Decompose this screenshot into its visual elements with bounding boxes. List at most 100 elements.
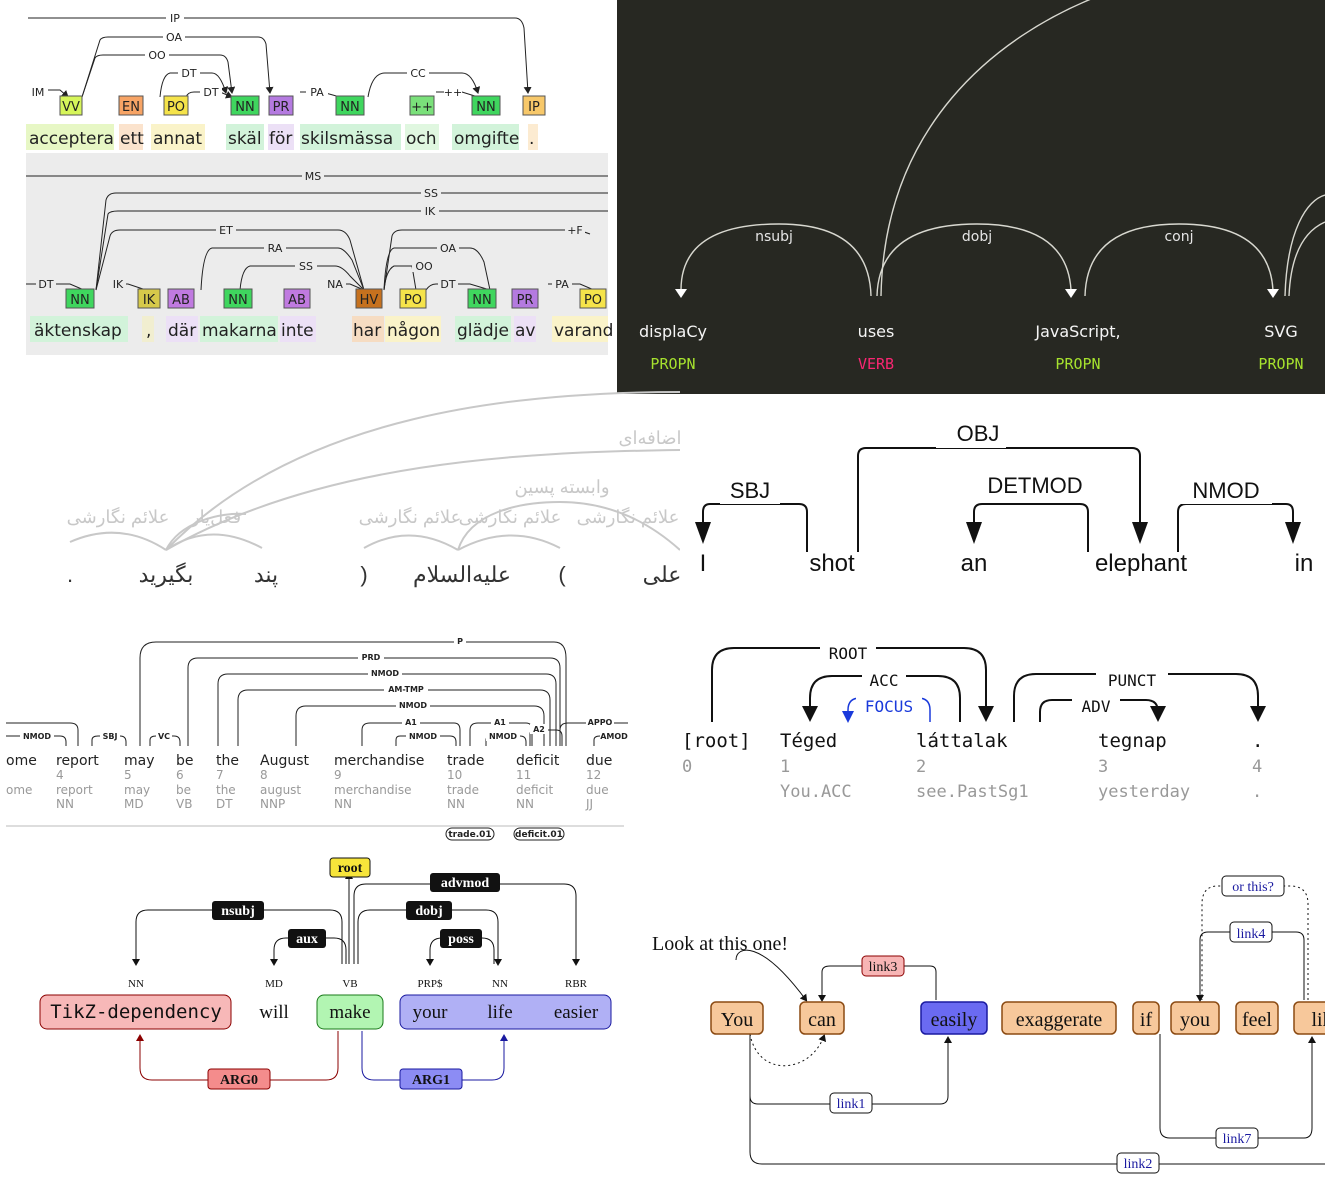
arc-label: dobj bbox=[415, 904, 442, 919]
pos-tag: AB bbox=[172, 293, 190, 308]
arc-label: MS bbox=[305, 170, 321, 183]
pos-tag: ++ bbox=[411, 100, 433, 115]
arc-label: poss bbox=[448, 932, 474, 947]
pos-tag: JJ bbox=[585, 797, 593, 811]
arc-label: IP bbox=[170, 12, 180, 25]
arc-label: FOCUS bbox=[865, 697, 913, 716]
arc-label: NMOD bbox=[23, 732, 51, 741]
frame-label: deficit.01 bbox=[515, 830, 563, 840]
word: tegnap bbox=[1098, 730, 1167, 752]
word: trade bbox=[447, 753, 484, 769]
word: in bbox=[1295, 550, 1314, 577]
arc-label: OA bbox=[440, 242, 456, 255]
arc-label: علائم نگارشی bbox=[577, 506, 680, 528]
word: be bbox=[176, 753, 194, 769]
word: skäl bbox=[228, 129, 262, 149]
pos-tag: NN bbox=[235, 100, 254, 115]
arc-label: A2 bbox=[533, 725, 545, 734]
arc-label: root bbox=[338, 861, 363, 876]
arc-label: SS bbox=[424, 187, 438, 200]
arc-label: DT bbox=[181, 67, 196, 80]
token-id: 12 bbox=[586, 768, 601, 782]
link-label: or this? bbox=[1232, 880, 1274, 895]
arc-label: aux bbox=[296, 932, 318, 947]
lemma: may bbox=[124, 783, 150, 797]
token-id: 6 bbox=[176, 768, 184, 782]
link-label: link3 bbox=[869, 960, 898, 975]
pos-tag: HV bbox=[360, 293, 379, 308]
arc-label: conj bbox=[1164, 229, 1193, 245]
arc-label: APPO bbox=[588, 718, 613, 727]
arc-label: PUNCT bbox=[1108, 671, 1157, 690]
word: inte bbox=[281, 321, 314, 341]
word: uses bbox=[858, 322, 895, 341]
word: بگیرید bbox=[139, 562, 194, 588]
arc-label: PA bbox=[310, 86, 324, 99]
pos-tag: IK bbox=[143, 293, 156, 308]
arc-label: OO bbox=[148, 49, 166, 62]
arc-label: NMOD bbox=[409, 732, 437, 741]
hungarian-panel: ROOT ACC FOCUS PUNCT ADV [root] Téged lá… bbox=[680, 636, 1325, 820]
word: . bbox=[529, 129, 534, 149]
word: TikZ-dependency bbox=[50, 1001, 222, 1023]
pos-tag: NN bbox=[334, 797, 352, 811]
lemma: merchandise bbox=[334, 783, 412, 797]
pos-tag: PROPN bbox=[650, 355, 695, 373]
arc-label: NMOD bbox=[489, 732, 517, 741]
arc-label: CC bbox=[410, 67, 426, 80]
word: will bbox=[259, 1002, 289, 1023]
pos-tag: VV bbox=[62, 100, 80, 115]
arc-label: IM bbox=[32, 86, 45, 99]
pos-tag: NN bbox=[472, 293, 491, 308]
word: ome bbox=[6, 753, 37, 769]
pos-tag: NN bbox=[70, 293, 89, 308]
lemma: due bbox=[586, 783, 609, 797]
word: . bbox=[1252, 730, 1263, 752]
word: You bbox=[721, 1009, 753, 1031]
arc-label: SBJ bbox=[730, 478, 770, 503]
token-id: 4 bbox=[56, 768, 64, 782]
word: easier bbox=[554, 1002, 599, 1023]
gloss: yesterday bbox=[1098, 782, 1190, 802]
word: ) bbox=[360, 562, 367, 587]
arc-label: VC bbox=[158, 732, 170, 741]
pos-tag: PROPN bbox=[1258, 355, 1303, 373]
arc-label: علائم نگارشی bbox=[67, 506, 170, 528]
arc-label: وابسته پسین bbox=[514, 477, 609, 498]
arc-label: فعل‌یار bbox=[190, 507, 241, 528]
word: och bbox=[406, 129, 437, 149]
word: if bbox=[1140, 1009, 1153, 1031]
word: shot bbox=[809, 550, 855, 577]
pos-tag: NN bbox=[516, 797, 534, 811]
arc-label: SS bbox=[299, 260, 313, 273]
pos-tag: PR bbox=[517, 293, 534, 308]
pos-tag: EN bbox=[122, 100, 140, 115]
links-panel: link3 link4 or this? link1 link7 link2 L… bbox=[640, 846, 1325, 1196]
pos-tag: PO bbox=[584, 293, 602, 308]
arc-label: DT bbox=[440, 278, 455, 291]
arc-label: ET bbox=[219, 224, 233, 237]
arc-label: اضافه‌ای bbox=[618, 428, 680, 448]
word: äktenskap bbox=[34, 321, 122, 341]
token-id: 5 bbox=[124, 768, 132, 782]
word: may bbox=[124, 753, 155, 769]
pos-tag: PRP$ bbox=[417, 978, 443, 990]
word: displaCy bbox=[639, 322, 707, 341]
word: , bbox=[146, 321, 151, 341]
word: elephant bbox=[1095, 550, 1187, 577]
arc-label: AMOD bbox=[600, 732, 628, 741]
word: feel bbox=[1242, 1009, 1272, 1031]
pos-tag: MD bbox=[124, 797, 144, 811]
word: due bbox=[586, 753, 612, 769]
pos-tag: AB bbox=[288, 293, 306, 308]
word: I bbox=[700, 550, 707, 577]
token-id: 11 bbox=[516, 768, 531, 782]
pos-tag: PO bbox=[167, 100, 185, 115]
pos-tag: NN bbox=[56, 797, 74, 811]
token-id: 8 bbox=[260, 768, 268, 782]
lemma: report bbox=[56, 783, 93, 797]
conll-panel: P PRD NMOD AM-TMP NMOD A1 NMOD A1 NMOD A… bbox=[0, 628, 628, 842]
pos-tag: VERB bbox=[858, 355, 894, 373]
link-label: link1 bbox=[837, 1097, 866, 1112]
arc-label: NMOD bbox=[371, 669, 399, 678]
